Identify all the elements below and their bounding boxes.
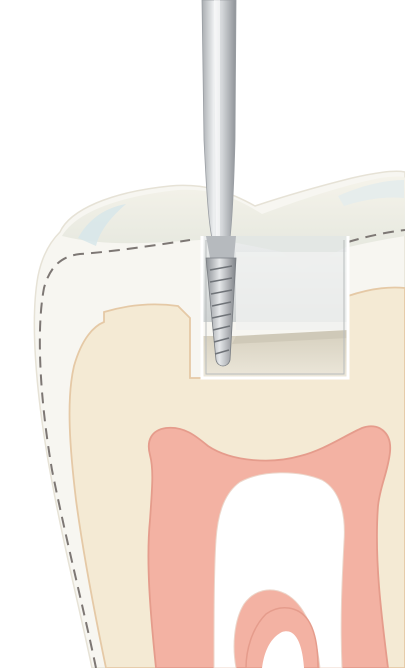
- cavity-side-wall: [236, 252, 348, 330]
- drill-neck: [206, 236, 236, 258]
